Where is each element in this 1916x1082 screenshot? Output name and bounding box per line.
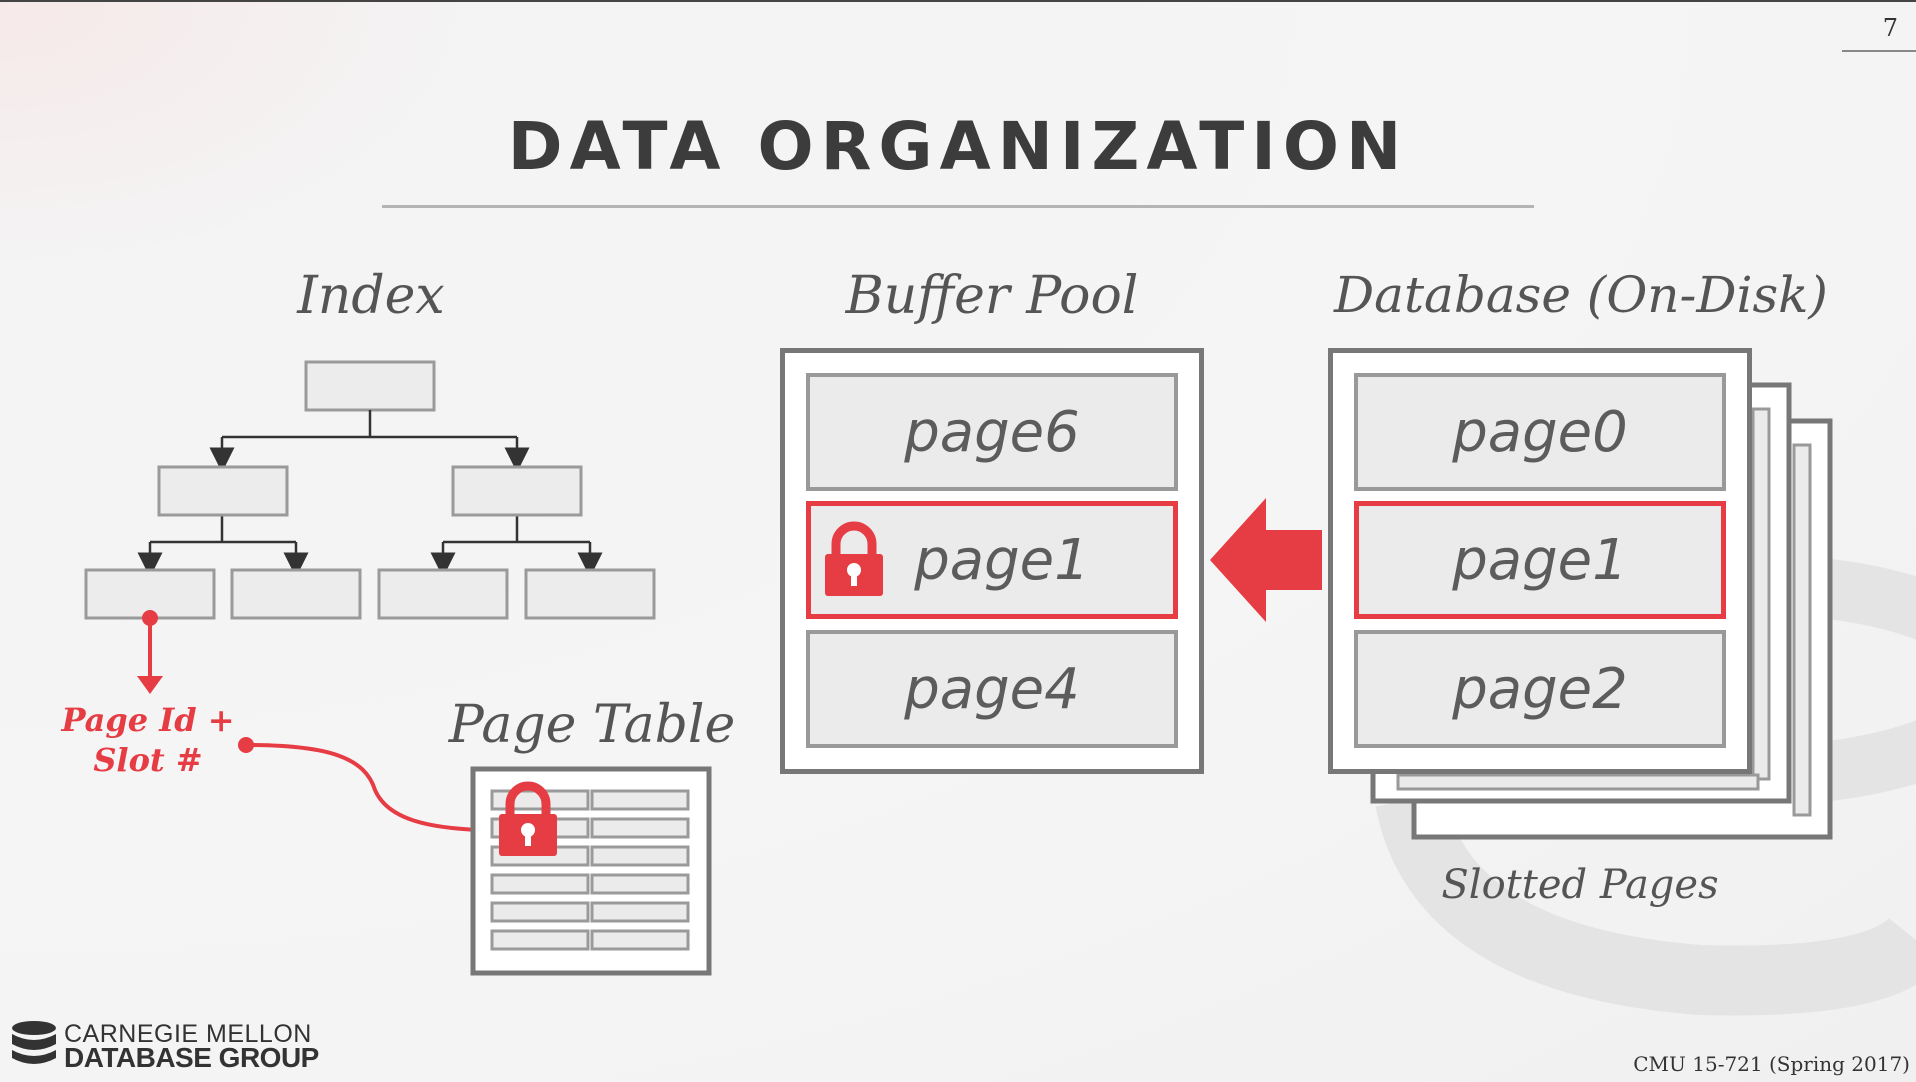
buffer-pool-page-1-label: page1 [914, 527, 1090, 593]
slotted-pages-label: Slotted Pages [1441, 862, 1719, 908]
footer-course: CMU 15-721 (Spring 2017) [1633, 1052, 1910, 1076]
database-page-2-label: page2 [1452, 656, 1628, 722]
database-page-2: page2 [1354, 630, 1726, 748]
index-leaf-node-4 [524, 568, 656, 620]
index-inner-node-right [451, 465, 583, 517]
buffer-pool-page-4: page4 [806, 630, 1178, 748]
page-id-slot-text: Page Id + Slot # [61, 701, 235, 779]
buffer-pool-page-1: page1 [806, 501, 1178, 619]
footer-group-line1: CARNEGIE MELLON [64, 1020, 312, 1048]
slide-number-rule [1842, 50, 1916, 52]
database-label: Database (On-Disk) [1334, 266, 1828, 324]
page-table-padlock-icon [499, 781, 557, 856]
index-leaf-node-3 [377, 568, 509, 620]
index-root-node [304, 360, 436, 412]
database-page-0-label: page0 [1452, 399, 1628, 465]
index-tree-edges [137, 410, 603, 578]
database-page-1: page1 [1354, 501, 1726, 619]
top-border [0, 0, 1916, 2]
index-label: Index [297, 266, 445, 326]
slide-title: DATA ORGANIZATION [507, 108, 1409, 185]
buffer-pool-page-6-label: page6 [904, 399, 1080, 465]
database-stack-logo-icon [12, 1021, 56, 1064]
footer-group-line2: DATABASE GROUP [64, 1042, 319, 1073]
page-id-slot-label: Page Id + Slot # [61, 700, 234, 780]
database-page-1-label: page1 [1452, 527, 1628, 593]
index-inner-node-left [157, 465, 289, 517]
left-arrow-icon [1210, 498, 1322, 622]
slide-number: 7 [1882, 14, 1898, 42]
buffer-pool-padlock-icon [825, 521, 883, 596]
database-page-0: page0 [1354, 373, 1726, 491]
leaf-pointer-arrow [137, 610, 163, 694]
buffer-pool-page-4-label: page4 [904, 656, 1080, 722]
index-leaf-node-2 [230, 568, 362, 620]
page-table-label: Page Table [448, 695, 736, 755]
title-divider [382, 205, 1534, 208]
buffer-pool-label: Buffer Pool [845, 266, 1139, 326]
page-table-pointer-arrow [238, 737, 496, 842]
buffer-pool-page-6: page6 [806, 373, 1178, 491]
